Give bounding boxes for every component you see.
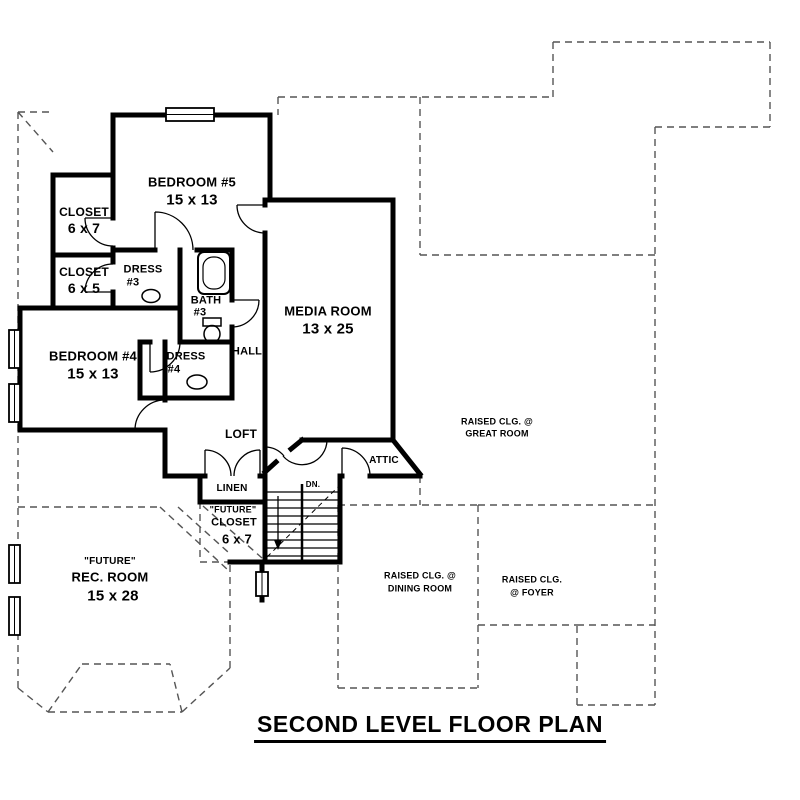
annotation-great-room-line2: GREAT ROOM [465, 428, 529, 439]
room-label-future-closet-name: CLOSET [211, 516, 257, 529]
roof-dashed-line [277, 41, 771, 706]
room-label-bedroom5-dims: 15 x 13 [166, 191, 218, 209]
stair-arrow-icon [274, 540, 282, 550]
room-label-bedroom4-dims: 15 x 13 [67, 365, 119, 383]
room-label-closet65-dims: 6 x 5 [67, 280, 101, 296]
room-label-dress4-num: #4 [167, 363, 181, 376]
stair-down-label: DN. [305, 480, 321, 489]
room-label-hall: HALL [231, 345, 263, 358]
room-label-bath3-name: BATH [190, 294, 222, 307]
annotation-dining-room-line1: RAISED CLG. @ [384, 570, 456, 581]
room-label-future-closet-prefix: "FUTURE" [209, 504, 257, 515]
room-label-media-name: MEDIA ROOM [284, 303, 372, 319]
window-icon [165, 107, 215, 122]
fixtures [141, 251, 231, 390]
roofline-dashed-left-lower [17, 111, 265, 713]
annotation-foyer-line2: @ FOYER [510, 587, 554, 598]
windows [8, 107, 269, 636]
toilet-icon [202, 317, 222, 344]
walls [17, 112, 424, 603]
window-icon [8, 383, 21, 423]
window-icon [8, 329, 21, 369]
room-label-linen: LINEN [216, 483, 248, 494]
room-label-dress3-num: #3 [126, 276, 140, 289]
room-label-closet65-name: CLOSET [59, 265, 109, 279]
doors [84, 204, 371, 477]
room-label-rec-room-name: REC. ROOM [71, 569, 149, 585]
bathtub-icon [197, 251, 231, 295]
window-icon [8, 596, 21, 636]
room-label-rec-room-prefix: "FUTURE" [84, 556, 136, 567]
wall-segments [17, 112, 424, 603]
room-label-dress3-name: DRESS [123, 263, 163, 276]
room-label-media-dims: 13 x 25 [302, 320, 354, 338]
sink-icon [141, 288, 161, 304]
room-label-closet67-dims: 6 x 7 [67, 220, 101, 236]
sink-icon [186, 374, 208, 390]
window-icon [8, 544, 21, 584]
roofline-dashed-upper-right [277, 41, 771, 706]
annotation-great-room-line1: RAISED CLG. @ [461, 416, 533, 427]
roof-dashed-line [17, 111, 265, 713]
room-label-future-closet-dims: 6 x 7 [222, 531, 252, 547]
annotation-foyer-line1: RAISED CLG. [501, 574, 563, 585]
room-label-bedroom4-name: BEDROOM #4 [49, 348, 137, 364]
stair-ceiling-break-line [266, 486, 339, 558]
room-label-loft: LOFT [224, 427, 258, 441]
room-label-dress4-name: DRESS [166, 350, 206, 363]
stairs [266, 484, 339, 560]
page-title: SECOND LEVEL FLOOR PLAN [254, 713, 606, 743]
door-arcs [84, 204, 371, 477]
room-label-bedroom5-name: BEDROOM #5 [148, 174, 236, 190]
room-label-bath3-num: #3 [193, 306, 207, 319]
room-label-rec-room-dims: 15 x 28 [87, 587, 139, 605]
annotation-dining-room-line2: DINING ROOM [387, 583, 453, 594]
room-label-attic: ATTIC [369, 455, 399, 466]
window-icon [255, 571, 269, 597]
room-label-closet67-name: CLOSET [59, 205, 109, 219]
